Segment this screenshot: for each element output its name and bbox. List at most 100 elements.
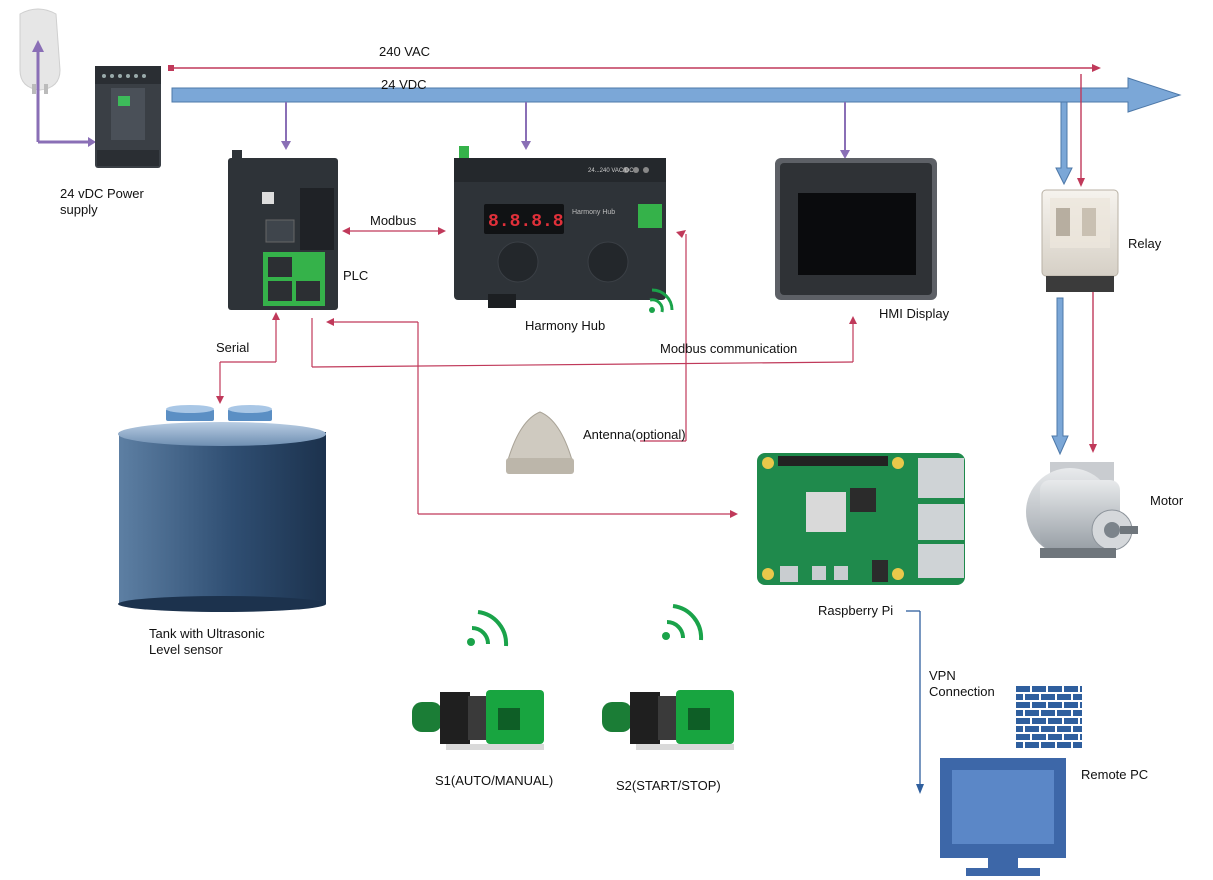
firewall-brick: [1032, 734, 1046, 740]
switch-s2-icon: [602, 690, 734, 750]
tank-label-line1: Tank with Ultrasonic: [149, 626, 265, 641]
plc-raspberry-link: [330, 321, 732, 515]
ac-bus-line: [168, 64, 1101, 72]
firewall-brick: [1048, 718, 1062, 724]
vpn-label-line2: Connection: [929, 684, 995, 699]
serial-arrow-up-icon: [272, 312, 280, 320]
raspberry-label: Raspberry Pi: [818, 603, 894, 618]
firewall-brick: [1080, 702, 1082, 708]
modbus-communication-link: [311, 318, 854, 368]
firewall-brick: [1016, 710, 1023, 716]
plc-icon: [228, 150, 338, 310]
firewall-brick: [1073, 694, 1082, 700]
hmi-display-icon: [775, 158, 937, 300]
raspberry-pi-icon: [757, 453, 965, 585]
motor-ac-wire: [1089, 292, 1097, 453]
hmi-arrow-icon: [849, 316, 857, 324]
s1-label: S1(AUTO/MANUAL): [435, 773, 554, 788]
firewall-brick: [1016, 702, 1030, 708]
firewall-brick: [1080, 686, 1082, 692]
firewall-brick: [1073, 710, 1082, 716]
firewall-brick: [1025, 710, 1039, 716]
firewall-brick: [1041, 694, 1055, 700]
firewall-icon: [1016, 686, 1082, 750]
wireless-s1-icon: [467, 610, 509, 647]
plc-label: PLC: [343, 268, 369, 283]
psu-label-line1: 24 vDC Power: [60, 186, 144, 201]
firewall-brick: [1057, 742, 1071, 748]
relay-label: Relay: [1128, 236, 1162, 251]
firewall-brick: [1016, 726, 1023, 732]
firewall-brick: [1057, 726, 1071, 732]
raspberry-arrow-icon: [730, 510, 738, 518]
vpn-label-line1: VPN: [929, 668, 956, 683]
plc-arrow-icon: [326, 318, 334, 326]
antenna-label: Antenna(optional): [583, 427, 686, 442]
firewall-brick: [1048, 734, 1062, 740]
plug-to-psu-wire: [36, 50, 92, 144]
firewall-brick: [1073, 742, 1082, 748]
firewall-brick: [1080, 718, 1082, 724]
tank-icon: [118, 422, 326, 612]
harmony-hub-icon: [454, 146, 666, 308]
ultrasonic-sensor-icon: [166, 405, 272, 421]
plug-arrow-icon: [32, 40, 44, 52]
vpn-arrow-icon: [916, 784, 924, 794]
firewall-brick: [1064, 702, 1078, 708]
antenna-icon: [506, 411, 574, 474]
firewall-brick: [1073, 726, 1082, 732]
firewall-brick: [1025, 694, 1039, 700]
modbus-label: Modbus: [370, 213, 417, 228]
motor-icon: [1026, 462, 1138, 558]
dc-drop-arrows: [281, 141, 850, 159]
remote-pc-label: Remote PC: [1081, 767, 1149, 782]
s2-label: S2(START/STOP): [616, 778, 721, 793]
dc-bus-arrow: [171, 77, 1182, 113]
firewall-brick: [1041, 726, 1055, 732]
serial-arrow-down-icon: [216, 396, 224, 404]
firewall-brick: [1064, 718, 1078, 724]
hub-label: Harmony Hub: [525, 318, 606, 333]
firewall-brick: [1057, 694, 1071, 700]
firewall-brick: [1048, 686, 1062, 692]
switch-s1-icon: [412, 690, 544, 750]
hub-display-text: 8.8.8.8: [488, 212, 564, 232]
tank-label-line2: Level sensor: [149, 642, 223, 657]
firewall-brick: [1041, 742, 1055, 748]
firewall-brick: [1016, 718, 1030, 724]
modbus-link: [342, 227, 446, 235]
firewall-brick: [1032, 686, 1046, 692]
psu-label-line2: supply: [60, 202, 98, 217]
firewall-brick: [1080, 734, 1082, 740]
firewall-brick: [1064, 734, 1078, 740]
dc-drop-lines: [285, 102, 846, 152]
hub-arrow-icon: [676, 230, 686, 238]
power-supply-icon: [95, 66, 161, 168]
firewall-brick: [1016, 734, 1030, 740]
relay-ac-wire: [1077, 74, 1085, 187]
firewall-brick: [1032, 702, 1046, 708]
serial-link: [219, 318, 277, 398]
wireless-icon: [649, 288, 674, 313]
motor-dc-arrow: [1051, 297, 1069, 456]
firewall-brick: [1064, 686, 1078, 692]
psu-arrow-icon: [88, 137, 96, 147]
firewall-brick: [1016, 742, 1023, 748]
firewall-brick: [1016, 686, 1030, 692]
firewall-brick: [1025, 726, 1039, 732]
firewall-brick: [1032, 718, 1046, 724]
firewall-brick: [1025, 742, 1039, 748]
firewall-brick: [1041, 710, 1055, 716]
firewall-brick: [1048, 702, 1062, 708]
firewall-brick: [1016, 694, 1023, 700]
remote-pc-icon: [940, 758, 1066, 876]
motor-label: Motor: [1150, 493, 1184, 508]
hub-rating-text: 24...240 VAC/DC: [588, 168, 634, 174]
modbus-communication-label: Modbus communication: [660, 341, 798, 356]
wireless-s2-icon: [662, 604, 704, 641]
antenna-link: [640, 234, 687, 442]
firewall-brick: [1057, 710, 1071, 716]
hmi-label: HMI Display: [879, 306, 950, 321]
ac-bus-label: 240 VAC: [379, 44, 431, 59]
